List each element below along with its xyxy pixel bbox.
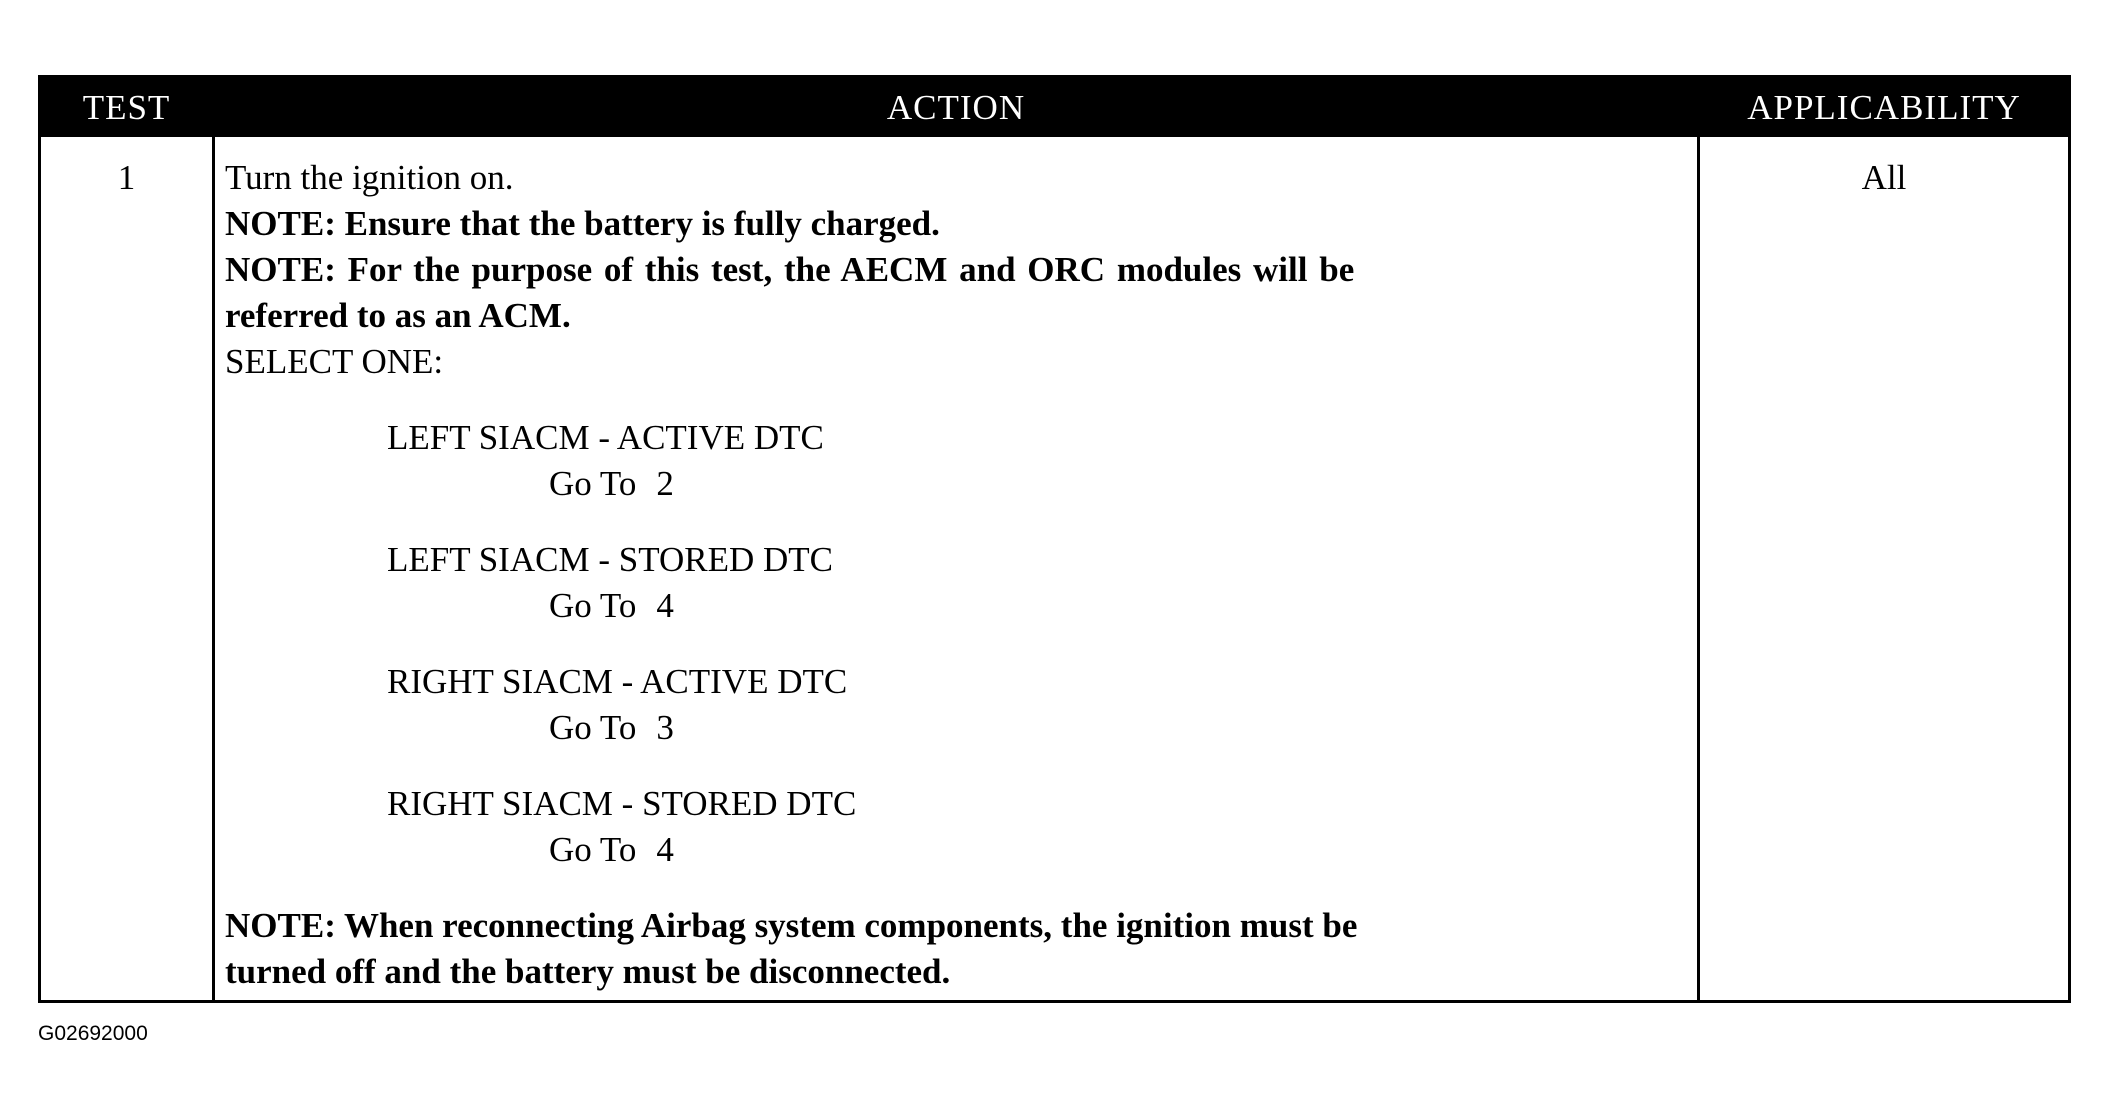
diagnostic-test-table: TEST ACTION APPLICABILITY 1 Turn the ign… bbox=[38, 75, 2071, 1003]
column-divider-right bbox=[1697, 137, 1700, 1000]
header-applicability: APPLICABILITY bbox=[1747, 88, 2021, 127]
note-acm-line2: referred to as an ACM. bbox=[225, 296, 571, 335]
goto-step: 4 bbox=[656, 586, 674, 625]
action-content: Turn the ignition on. NOTE: Ensure that … bbox=[225, 155, 1687, 995]
select-one-label: SELECT ONE: bbox=[225, 342, 444, 381]
goto-label: Go To bbox=[549, 464, 637, 503]
option-goto: Go To 4 bbox=[387, 827, 1687, 873]
option-right-stored: RIGHT SIACM - STORED DTC Go To 4 bbox=[225, 781, 1687, 873]
note-acm-line1: NOTE: For the purpose of this test, the … bbox=[225, 250, 1355, 289]
option-goto: Go To 2 bbox=[387, 461, 1687, 507]
option-left-active: LEFT SIACM - ACTIVE DTC Go To 2 bbox=[225, 415, 1687, 507]
goto-label: Go To bbox=[549, 708, 637, 747]
goto-step: 3 bbox=[656, 708, 674, 747]
note-reconnect-line2: turned off and the battery must be disco… bbox=[225, 952, 951, 991]
cell-applicability: All bbox=[1700, 137, 2068, 1000]
option-goto: Go To 3 bbox=[387, 705, 1687, 751]
cell-action: Turn the ignition on. NOTE: Ensure that … bbox=[215, 137, 1697, 1000]
test-number: 1 bbox=[117, 158, 136, 197]
goto-label: Go To bbox=[549, 586, 637, 625]
option-right-active: RIGHT SIACM - ACTIVE DTC Go To 3 bbox=[225, 659, 1687, 751]
figure-code: G02692000 bbox=[38, 1022, 148, 1045]
goto-label: Go To bbox=[549, 830, 637, 869]
goto-step: 2 bbox=[656, 464, 674, 503]
goto-step: 4 bbox=[656, 830, 674, 869]
action-instruction: Turn the ignition on. bbox=[225, 158, 514, 197]
option-label: LEFT SIACM - STORED DTC bbox=[387, 540, 833, 579]
header-test: TEST bbox=[82, 88, 171, 127]
option-label: RIGHT SIACM - ACTIVE DTC bbox=[387, 662, 848, 701]
applicability-value: All bbox=[1861, 158, 1907, 197]
option-label: LEFT SIACM - ACTIVE DTC bbox=[387, 418, 824, 457]
header-action: ACTION bbox=[886, 88, 1026, 127]
note-reconnect: NOTE: When reconnecting Airbag system co… bbox=[225, 903, 1687, 995]
option-label: RIGHT SIACM - STORED DTC bbox=[387, 784, 857, 823]
option-left-stored: LEFT SIACM - STORED DTC Go To 4 bbox=[225, 537, 1687, 629]
cell-test-number: 1 bbox=[41, 137, 212, 1000]
note-reconnect-line1: NOTE: When reconnecting Airbag system co… bbox=[225, 906, 1358, 945]
option-goto: Go To 4 bbox=[387, 583, 1687, 629]
column-divider-left bbox=[212, 137, 215, 1000]
table-header-row: TEST ACTION APPLICABILITY bbox=[41, 78, 2068, 137]
note-battery: NOTE: Ensure that the battery is fully c… bbox=[225, 204, 940, 243]
